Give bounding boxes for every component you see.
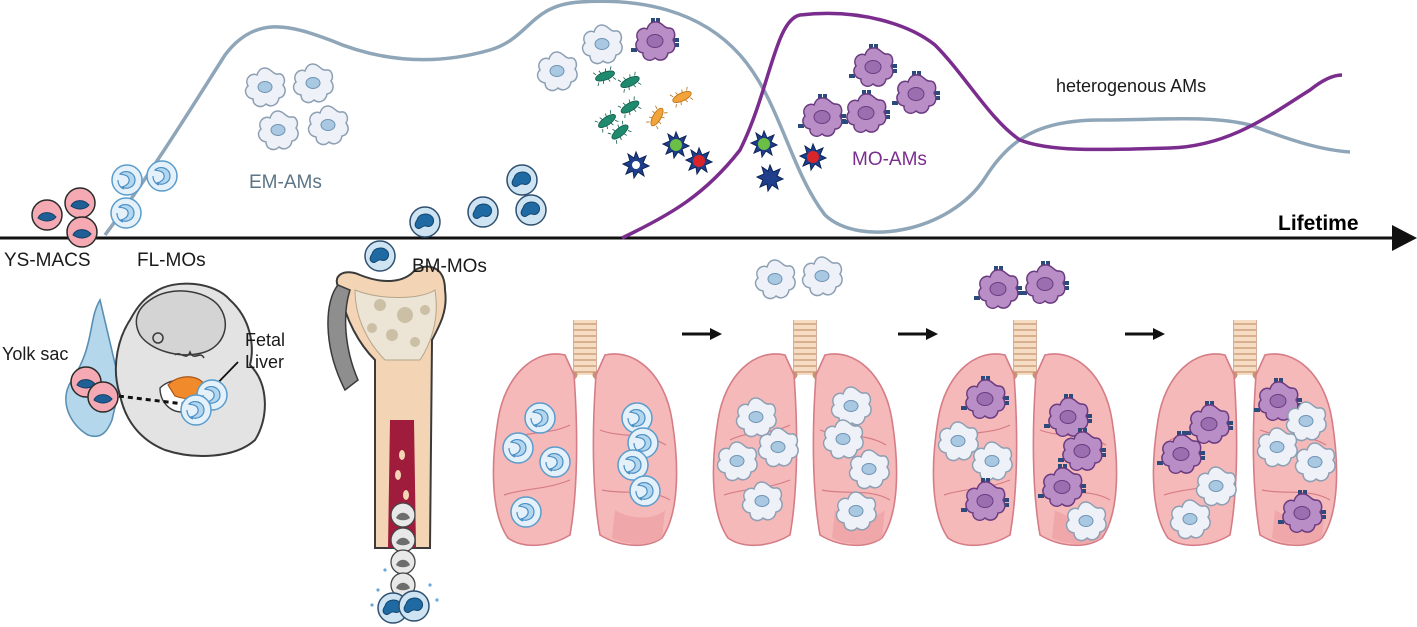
lung-stage-4 xyxy=(1153,320,1336,545)
lung-stage-3 xyxy=(933,260,1116,545)
mo-am-population-curve xyxy=(621,11,1343,240)
bm-mos-label: BM-MOs xyxy=(412,256,487,277)
em-ams-label: EM-AMs xyxy=(249,172,322,193)
heterogenous-ams-label: heterogenous AMs xyxy=(1056,76,1207,96)
arrow-icon xyxy=(1123,326,1167,342)
fl-mo-cells xyxy=(110,160,178,229)
em-am-population-curve xyxy=(103,0,1351,237)
lung-stage-1 xyxy=(493,320,676,545)
bone-icon xyxy=(327,265,447,624)
yolk-sac-label: Yolk sac xyxy=(2,344,69,364)
arrow-icon xyxy=(896,326,940,342)
em-am-cells xyxy=(244,63,349,151)
pathogen-cluster xyxy=(536,17,827,192)
embryo-icon xyxy=(65,282,266,457)
liver-label: Liver xyxy=(245,352,285,372)
mo-ams-label: MO-AMs xyxy=(852,149,927,170)
lung-stage-2 xyxy=(713,256,896,545)
lifetime-label: Lifetime xyxy=(1278,212,1359,235)
fetal-label: Fetal xyxy=(245,330,286,350)
fl-mos-label: FL-MOs xyxy=(137,250,206,271)
arrow-icon xyxy=(680,326,724,342)
mo-am-cells xyxy=(797,43,941,138)
ys-macs-label: YS-MACS xyxy=(4,250,91,271)
lifetime-axis xyxy=(0,225,1417,251)
